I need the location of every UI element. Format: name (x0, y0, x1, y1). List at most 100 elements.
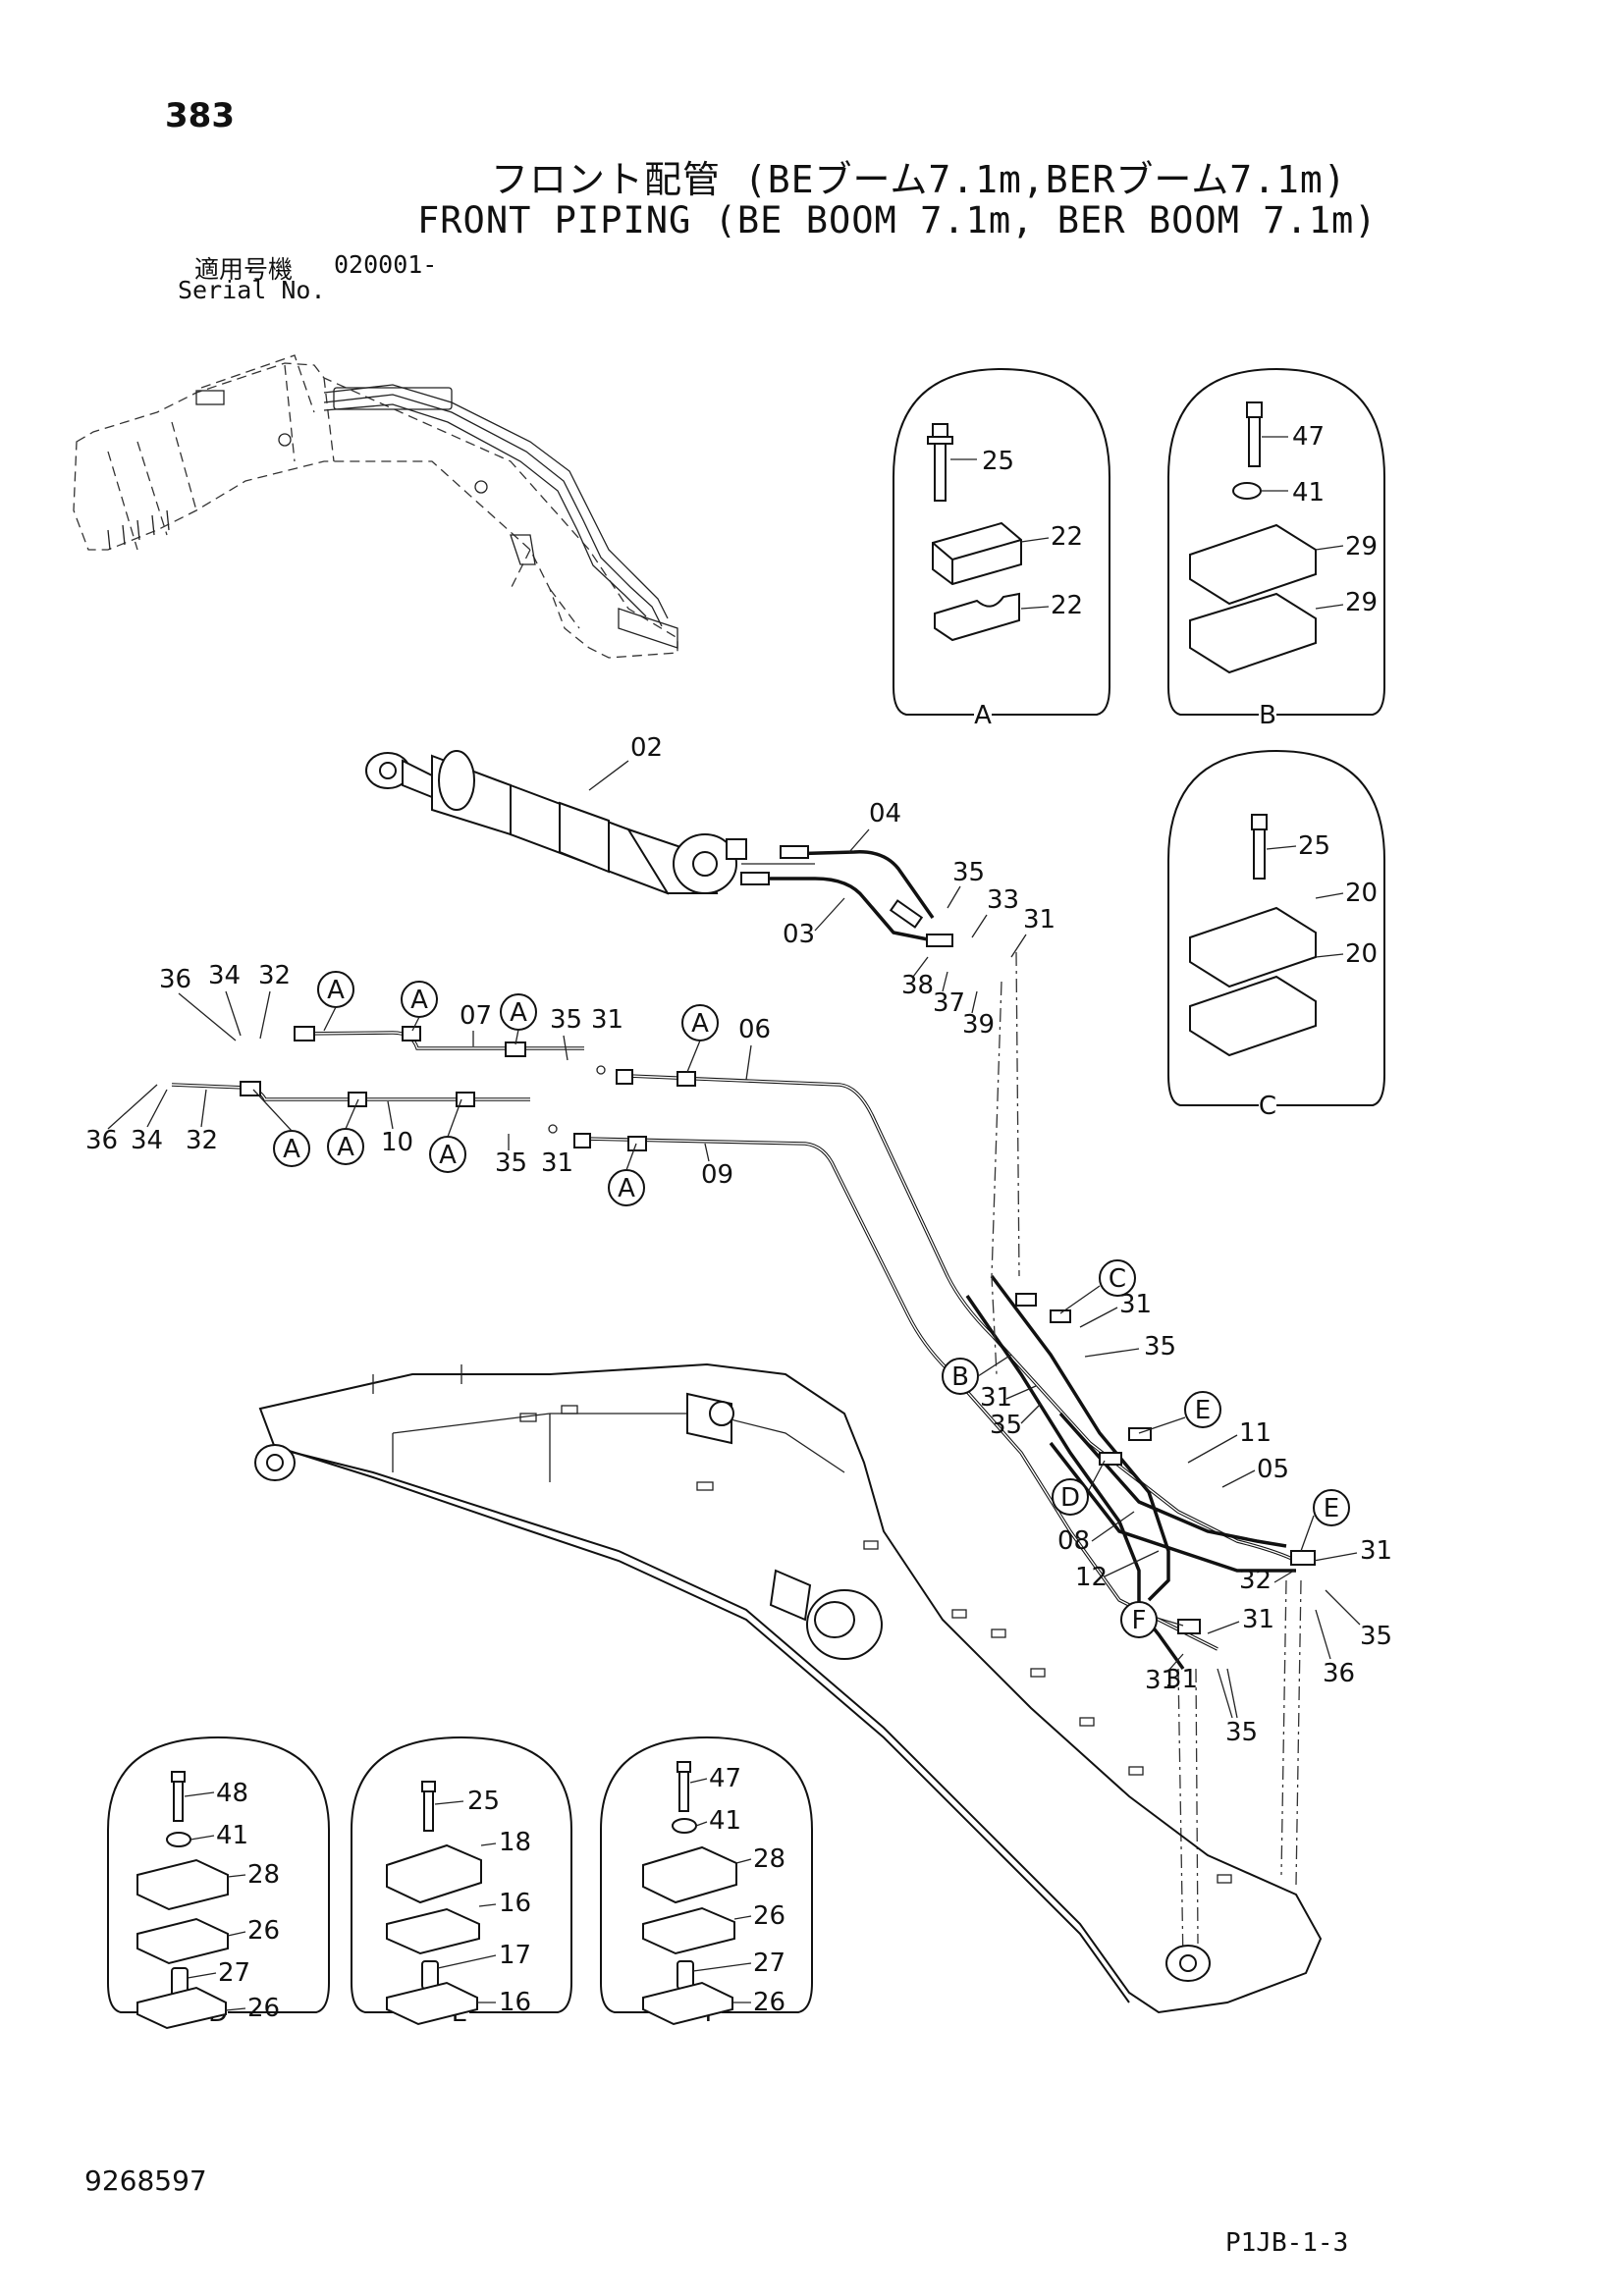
svg-text:A: A (691, 1009, 709, 1039)
pipe-assemblies (171, 1026, 1316, 1671)
callout-label: 10 (381, 1128, 413, 1157)
callout-label: 31 (1165, 1665, 1198, 1694)
part-number-label: 26 (247, 1916, 280, 1946)
serial-number-value: 020001- (334, 250, 438, 279)
detail-view-b: B 47 41 29 29 (1167, 367, 1385, 730)
boom-cylinder-illustration (365, 750, 815, 895)
part-number-label: 47 (709, 1764, 741, 1793)
part-number-label: 26 (247, 1994, 280, 2023)
callout-label: 35 (550, 1005, 582, 1035)
detail-view-c: C 25 20 20 (1167, 749, 1385, 1121)
callout-label: 32 (186, 1126, 218, 1155)
detail-view-b-label: B (1259, 701, 1276, 730)
part-number-label: 27 (753, 1949, 785, 1978)
part-number-label: 20 (1345, 879, 1378, 908)
boom-illustration (254, 1362, 1323, 2014)
callout-label: 09 (701, 1160, 733, 1190)
part-number-label: 28 (753, 1844, 785, 1874)
callout-label: 11 (1239, 1418, 1272, 1448)
part-number-label: 28 (247, 1860, 280, 1890)
dashed-assembly-lines (991, 951, 1302, 1964)
callout-label: 34 (208, 961, 241, 990)
part-number-label: 41 (216, 1821, 248, 1850)
callout-label: 31 (1242, 1605, 1274, 1634)
callout-label: 35 (952, 858, 985, 887)
view-marker: E (1313, 1489, 1350, 1526)
serial-label-japanese: 適用号機 (194, 255, 294, 284)
part-number-label: 29 (1345, 588, 1378, 617)
svg-text:F: F (1132, 1606, 1147, 1635)
detail-view-f: F 47 41 28 26 27 26 (600, 1735, 813, 2028)
svg-text:A: A (327, 976, 345, 1005)
view-marker: C (1099, 1259, 1136, 1297)
marker-leaders (252, 1006, 1315, 1627)
callout-label: 07 (460, 1001, 492, 1031)
callout-label: 12 (1075, 1563, 1108, 1592)
callout-label: 31 (1023, 905, 1056, 934)
part-number-label: 17 (499, 1941, 531, 1970)
svg-text:A: A (337, 1133, 354, 1162)
svg-text:E: E (1195, 1396, 1211, 1425)
detail-view-a-label: A (974, 701, 992, 730)
callout-label: 33 (987, 885, 1019, 915)
document-number: 9268597 (84, 2164, 207, 2197)
callout-label: 32 (258, 961, 291, 990)
svg-text:A: A (510, 998, 527, 1028)
svg-text:C: C (1109, 1264, 1126, 1294)
view-marker: A (608, 1169, 645, 1206)
callout-label: 31 (1119, 1290, 1152, 1319)
part-number-label: 41 (1292, 478, 1325, 507)
page-number: 383 (165, 96, 235, 135)
callout-label: 31 (980, 1383, 1012, 1413)
callout-label: 03 (783, 920, 815, 949)
svg-text:B: B (951, 1362, 969, 1392)
part-number-label: 16 (499, 1889, 531, 1918)
callout-label: 31 (1145, 1666, 1177, 1695)
callout-label: 38 (901, 971, 934, 1000)
view-marker: A (681, 1004, 719, 1041)
svg-text:D: D (1060, 1483, 1080, 1513)
part-number-label: 48 (216, 1779, 248, 1808)
detail-view-e: E 25 18 16 17 16 (351, 1735, 572, 2028)
svg-text:A: A (410, 986, 428, 1015)
callout-labels: 02 04 35 33 31 03 38 37 39 36 34 32 07 3… (85, 733, 1392, 1747)
svg-text:A: A (618, 1174, 635, 1203)
callout-label: 31 (1360, 1536, 1392, 1566)
callout-label: 05 (1257, 1455, 1289, 1484)
title-japanese: フロント配管 (BEブーム7.1m,BERブーム7.1m) (491, 158, 1347, 201)
part-number-label: 18 (499, 1828, 531, 1857)
part-number-label: 25 (1298, 831, 1330, 861)
callout-label: 31 (591, 1005, 623, 1035)
callout-label: 37 (933, 988, 965, 1018)
callout-label: 34 (131, 1126, 163, 1155)
callout-label: 06 (738, 1015, 771, 1044)
detail-view-a: A 25 22 22 (893, 367, 1110, 730)
callout-label: 36 (1323, 1659, 1355, 1688)
part-number-label: 26 (753, 1901, 785, 1931)
callout-label: 08 (1057, 1526, 1090, 1556)
part-number-label: 20 (1345, 939, 1378, 969)
callout-label: 35 (495, 1148, 527, 1178)
view-marker: A (273, 1130, 310, 1167)
callout-label: 02 (630, 733, 663, 763)
callout-label: 36 (159, 965, 191, 994)
part-number-label: 47 (1292, 422, 1325, 452)
view-marker: A (401, 981, 438, 1018)
part-number-label: 29 (1345, 532, 1378, 561)
detail-view-c-label: C (1259, 1092, 1276, 1121)
detail-view-d: D 48 41 28 26 27 26 (107, 1735, 330, 2030)
part-number-label: 16 (499, 1988, 531, 2017)
callout-label: 35 (1225, 1718, 1258, 1747)
part-number-label: 22 (1051, 591, 1083, 620)
callout-label: 32 (1239, 1566, 1272, 1595)
part-number-label: 27 (218, 1958, 250, 1988)
view-marker: A (327, 1128, 364, 1165)
boom-overview-illustration (73, 354, 678, 659)
callout-label: 35 (1144, 1332, 1176, 1362)
view-marker: D (1052, 1478, 1089, 1516)
view-marker: A (317, 971, 354, 1008)
part-number-label: 22 (1051, 522, 1083, 552)
part-number-label: 26 (753, 1988, 785, 2017)
view-marker: E (1184, 1391, 1221, 1428)
